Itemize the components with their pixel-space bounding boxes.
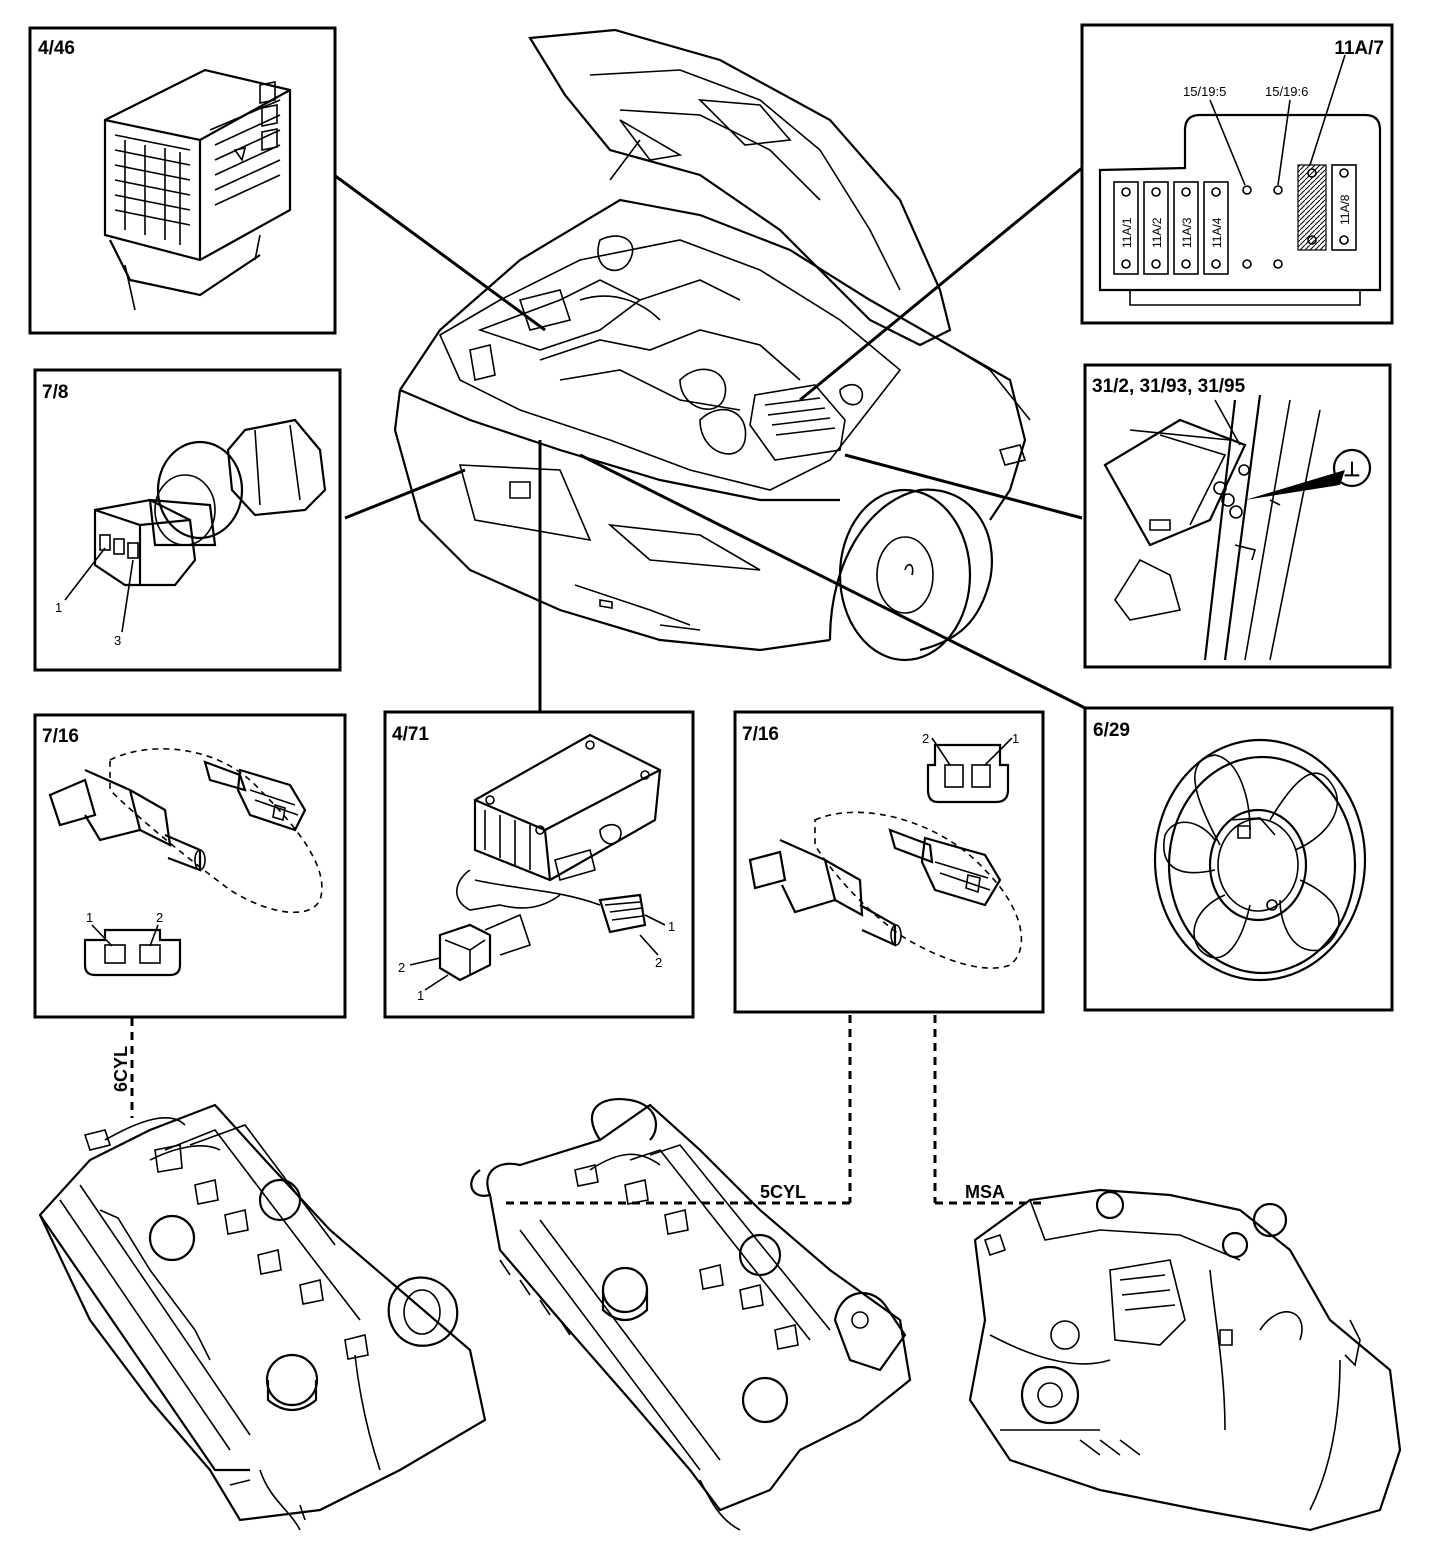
fuse-label: 11A/3: [1180, 217, 1194, 248]
temp-sensor-illustration: [48, 748, 323, 914]
temp-sensor-illustration: [748, 811, 1023, 969]
fuse-11A-7-highlighted: [1297, 164, 1327, 251]
fuse-label: 11A/4: [1210, 217, 1224, 248]
panel-title: 7/16: [742, 724, 779, 745]
panel-title: 4/71: [392, 724, 429, 745]
fuse-11A-4: 11A/4: [1203, 181, 1229, 275]
fuse-11A-2: 11A/2: [1143, 181, 1169, 275]
fuse-11A-1: 11A/1: [1113, 181, 1139, 275]
relay-pin-left-1: 1: [417, 988, 424, 1003]
relay-pin-left-2: 2: [398, 960, 405, 975]
engine-link-lines: [130, 1015, 1045, 1205]
terminal-15-19-5: [1242, 185, 1252, 195]
terminal-label-15-19-6: 15/19:6: [1265, 84, 1308, 99]
pin-label-1: 1: [55, 600, 62, 615]
cooling-fan-illustration: [1153, 738, 1367, 982]
fuse-11A-8: 11A/8: [1331, 164, 1357, 251]
fuse-11A-3: 11A/3: [1173, 181, 1199, 275]
ground-icon: ⊥: [1343, 459, 1360, 481]
panel-title: 31/2, 31/93, 31/95: [1092, 376, 1246, 397]
panel-cooling-fan: 6/29: [1083, 706, 1394, 1012]
engine-5cyl-illustration: [470, 1097, 912, 1531]
connector-face-left: [83, 924, 182, 977]
leader-lines: [333, 166, 1086, 712]
engine-msa-illustration: [968, 1188, 1402, 1532]
pin-label-1: 1: [86, 910, 93, 925]
ground-symbol-circle: [1332, 448, 1372, 488]
engine-label-5cyl: 5CYL: [760, 1182, 806, 1202]
pin-label-1: 1: [1012, 731, 1019, 746]
fuse-label: 11A/8: [1338, 194, 1352, 225]
panel-title: 11A/7: [1334, 38, 1384, 59]
car-front-illustration: [393, 28, 1031, 662]
pressure-sensor-illustration: [93, 418, 327, 587]
panel-temp-sensor-right: 7/16 2 1: [733, 710, 1045, 1014]
panel-title: 7/16: [42, 726, 79, 747]
connector-face-right: [926, 737, 1013, 804]
panel-ground-points: 31/2, 31/93, 31/95 ⊥: [1083, 363, 1392, 669]
panel-title: 4/46: [38, 38, 75, 59]
pin-label-3: 3: [114, 633, 121, 648]
fuse-label: 11A/2: [1150, 217, 1164, 248]
terminal-label-15-19-5: 15/19:5: [1183, 84, 1226, 99]
panel-control-module: 4/46: [28, 26, 337, 335]
engine-label-msa: MSA: [965, 1182, 1005, 1202]
panel-fuse-box: 11A/7 15/19:5 15/19:6 11A/1 11A/2 11A/3: [1080, 23, 1394, 325]
panel-fan-relay: 4/71 1 2 2 1: [383, 710, 695, 1019]
panel-pressure-sensor: 7/8 1 3: [33, 368, 342, 672]
panel-title: 7/8: [42, 382, 68, 403]
relay-pin-right-1: 1: [668, 919, 675, 934]
control-module-illustration: [103, 68, 292, 311]
panel-temp-sensor-left: 7/16 1 2: [33, 713, 347, 1019]
relay-pin-right-2: 2: [655, 955, 662, 970]
engine-label-6cyl: 6CYL: [111, 1046, 131, 1092]
fan-relay-illustration: [438, 733, 662, 982]
ground-points-illustration: [1103, 394, 1345, 661]
panel-title: 6/29: [1093, 720, 1130, 741]
fuse-label: 11A/1: [1120, 217, 1134, 248]
pin-label-2: 2: [156, 910, 163, 925]
terminal-15-19-6: [1273, 185, 1283, 195]
engine-6cyl-illustration: [38, 1103, 487, 1531]
pin-label-2: 2: [922, 731, 929, 746]
